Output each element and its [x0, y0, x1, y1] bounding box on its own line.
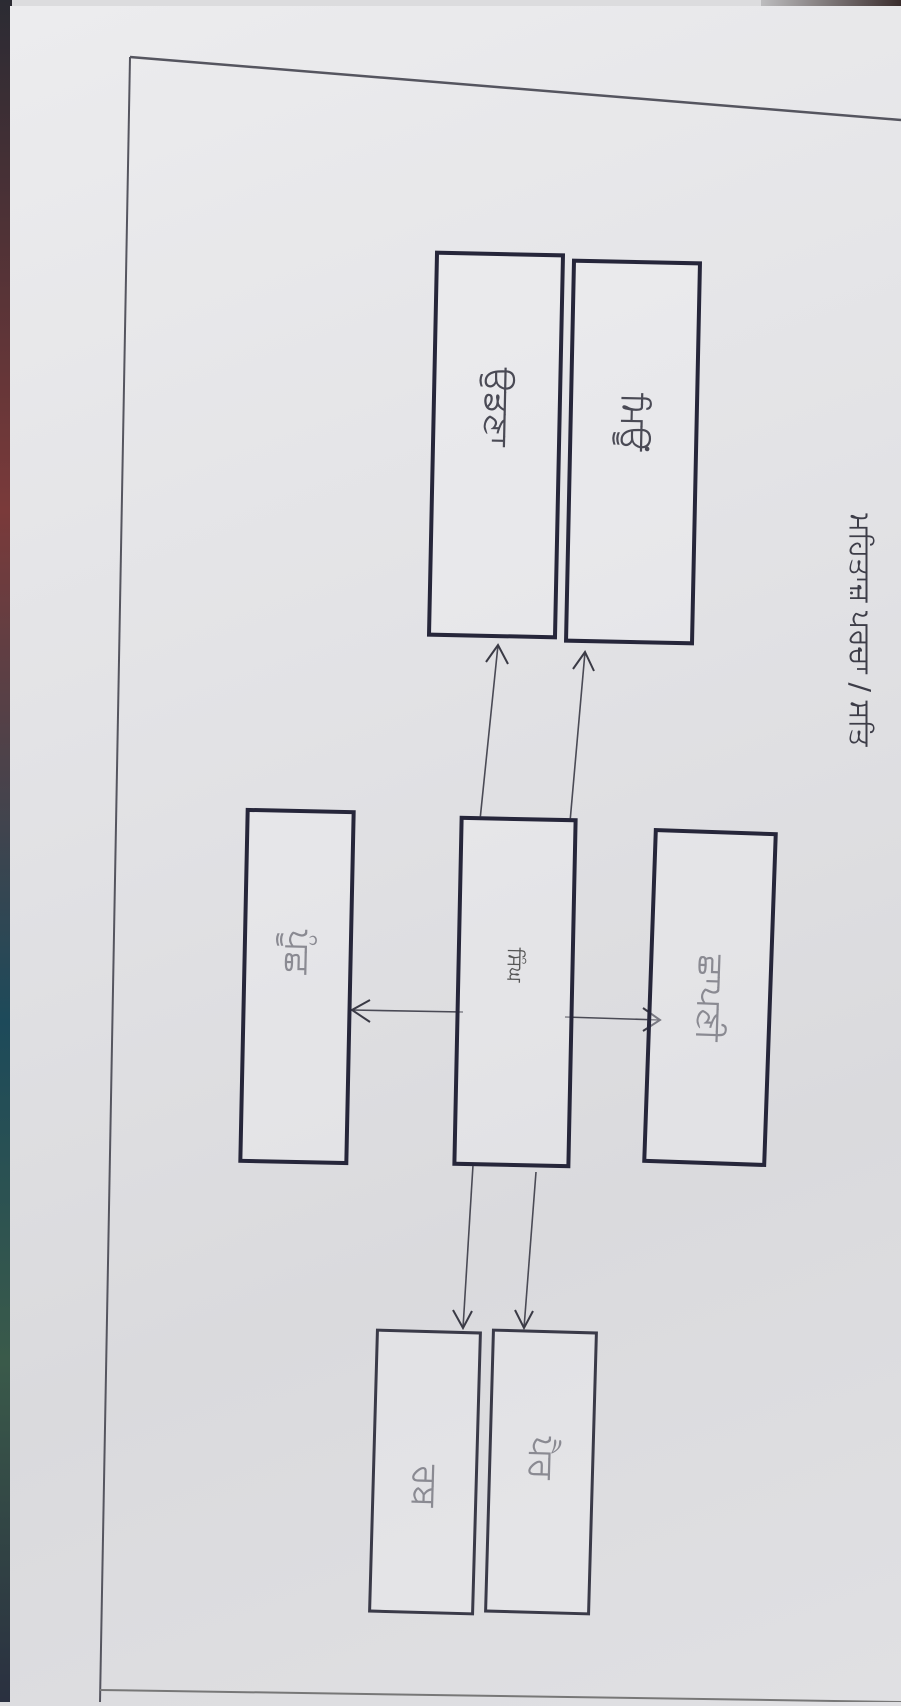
node-box-middle-right: ਛਾਪਣੀ: [642, 827, 778, 1168]
background-edge: [0, 0, 12, 1702]
node-box-bottom-right: ਪੈਰ: [484, 1328, 598, 1616]
node-label: ਪੈਰ: [520, 1436, 562, 1481]
node-box-top-left: ਉਡਣਾ: [426, 250, 566, 640]
node-box-middle-left: ਪੂੰਛ: [238, 807, 356, 1166]
node-box-top-right: ਮਿਊਂ: [563, 258, 703, 646]
center-node-label: ਸਿੰਘ: [503, 947, 528, 983]
node-box-bottom-left: ਰਬ: [368, 1328, 482, 1616]
background-edge-top: [761, 0, 901, 10]
center-node-box: ਸਿੰਘ: [452, 815, 578, 1169]
node-label: ਪੂੰਛ: [277, 929, 319, 975]
paper-sheet: [10, 6, 901, 1706]
worksheet-header-text: ਮਹਿਤਾਜ਼ ਪਰਚਾ / ਸਤਿ: [844, 513, 877, 747]
node-label: ਮਿਊਂ: [613, 392, 655, 452]
node-label: ਛਾਪਣੀ: [688, 953, 732, 1042]
worksheet-header: ਮਹਿਤਾਜ਼ ਪਰਚਾ / ਸਤਿ: [830, 380, 890, 880]
node-label: ਉਡਣਾ: [475, 367, 518, 447]
node-label: ਰਬ: [404, 1464, 446, 1508]
